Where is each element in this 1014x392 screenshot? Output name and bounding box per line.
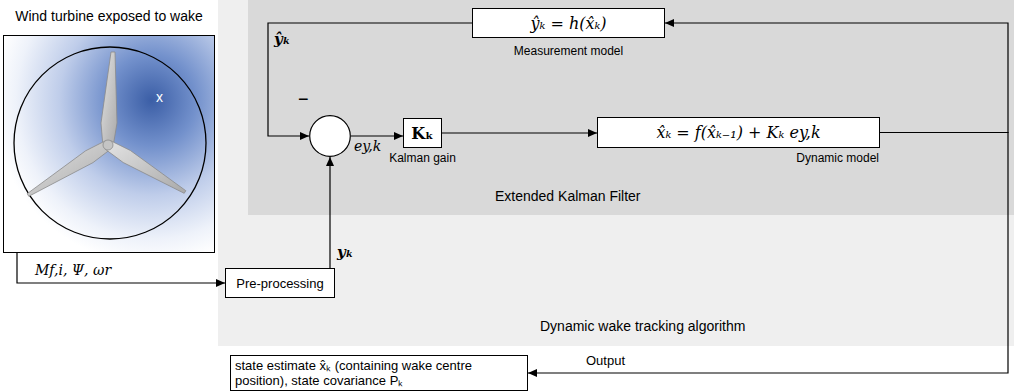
turbine-illustration [3,35,215,253]
signal-label: Output [586,353,625,368]
signal-label: yₖ [337,243,354,261]
hub [103,140,113,150]
turbine-frame: Wind turbine exposed to wake [3,35,215,253]
equation: x̂ₖ = f(x̂ₖ₋₁) + Kₖ ey,k [656,123,820,142]
wake-centre-mark: x [156,89,163,105]
gain-symbol: Kₖ [411,124,433,143]
wake-field [3,35,215,253]
blade [105,141,185,194]
rotor-disc [14,47,206,239]
signal-label: ey,k [354,138,381,154]
algorithm-band: Dynamic wake tracking algorithm Extended … [218,0,1014,346]
box-text: state estimate x̂ₖ (containing wake cent… [231,358,517,388]
sign: − [298,89,309,110]
blade [101,52,117,147]
signal-label: ŷₖ [274,30,291,48]
box-caption: Measurement model [473,44,664,58]
model-box: x̂ₖ = f(x̂ₖ₋₁) + Kₖ ey,kDynamic model [597,117,880,148]
connector [17,253,225,287]
box-caption: Dynamic model [796,151,879,165]
filter-band: Extended Kalman Filterŷₖ = h(x̂ₖ)Measure… [248,0,1014,215]
gain-box: KₖKalman gain [403,118,442,148]
box-caption: Kalman gain [389,151,456,165]
blade [27,141,110,197]
connector-line [17,253,225,283]
region-label: Extended Kalman Filter [495,188,641,204]
process-box: Pre-processing [225,268,335,298]
model-box: ŷₖ = h(x̂ₖ)Measurement model [472,8,665,38]
region-label: Dynamic wake tracking algorithm [540,318,745,334]
box-text: Pre-processing [236,276,323,291]
summing-junction: − [309,115,351,157]
equation: ŷₖ = h(x̂ₖ) [530,14,606,33]
output-box: state estimate x̂ₖ (containing wake cent… [230,355,528,391]
arrow-head [528,369,537,377]
junction-circle [309,115,351,157]
signal-label: Mf,i, Ψ, ωr [35,262,111,278]
figure-heading: Wind turbine exposed to wake [4,8,214,24]
